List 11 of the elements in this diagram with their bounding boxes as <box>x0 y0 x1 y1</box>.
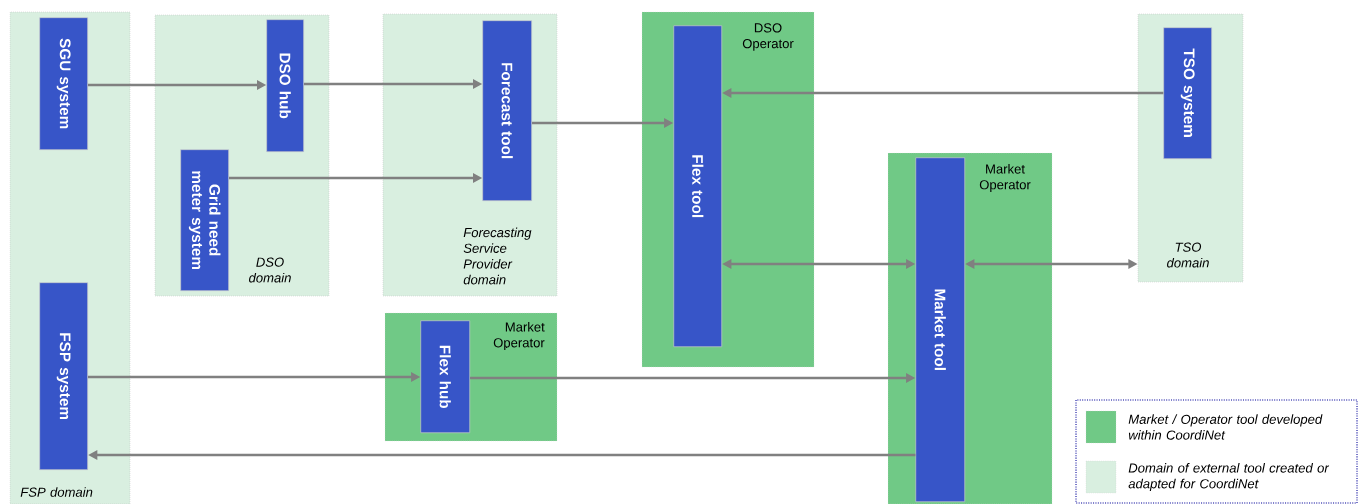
tool-box: Flex tool <box>673 25 723 348</box>
tool-box: FSP system <box>39 282 88 470</box>
legend-text: Domain of external tool created or adapted for CoordiNet <box>1128 463 1330 491</box>
tool-box: Forecast tool <box>482 20 532 201</box>
tool-box: TSO system <box>1163 27 1212 159</box>
legend-text: Market / Operator tool developed within CoordiNet <box>1128 414 1323 440</box>
tool-box: Market tool <box>915 157 966 503</box>
tool-box: Flex hub <box>420 320 471 434</box>
tool-box: SGU system <box>39 17 88 150</box>
tool-box: Grid need meter system <box>180 149 229 291</box>
tool-box: DSO hub <box>266 19 304 152</box>
